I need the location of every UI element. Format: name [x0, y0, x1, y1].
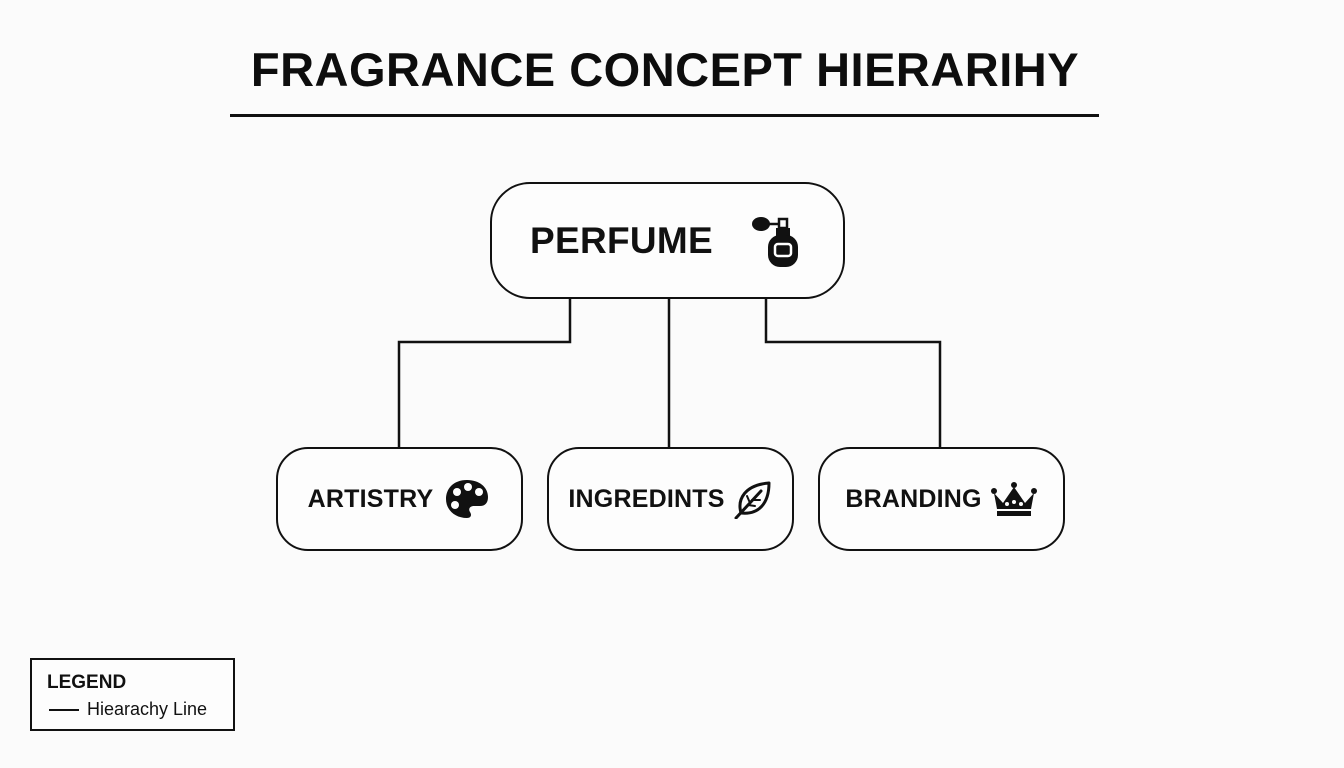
- node-artistry: ARTISTRY: [276, 447, 523, 551]
- leaf-icon: [733, 479, 773, 520]
- perfume-bottle-icon: [749, 211, 805, 271]
- title-underline: [230, 114, 1099, 117]
- node-ingredints-label: INGREDINTS: [568, 484, 725, 513]
- legend: LEGEND Hiearachy Line: [30, 658, 235, 731]
- node-ingredints: INGREDINTS: [547, 447, 794, 551]
- node-artistry-label: ARTISTRY: [307, 484, 434, 513]
- legend-title: LEGEND: [47, 672, 127, 693]
- connector-perfume-artistry: [397, 299, 572, 447]
- palette-icon: [443, 477, 491, 521]
- crown-icon: [990, 481, 1038, 517]
- node-perfume-label: PERFUME: [530, 219, 713, 261]
- legend-item-label: Hiearachy Line: [87, 699, 208, 719]
- connector-perfume-branding: [764, 299, 942, 447]
- legend-line-swatch: [49, 709, 79, 711]
- diagram-title: FRAGRANCE CONCEPT HIERARIHY: [250, 43, 1080, 96]
- node-perfume: PERFUME: [490, 182, 845, 299]
- node-branding-label: BRANDING: [845, 484, 982, 513]
- node-branding: BRANDING: [818, 447, 1065, 551]
